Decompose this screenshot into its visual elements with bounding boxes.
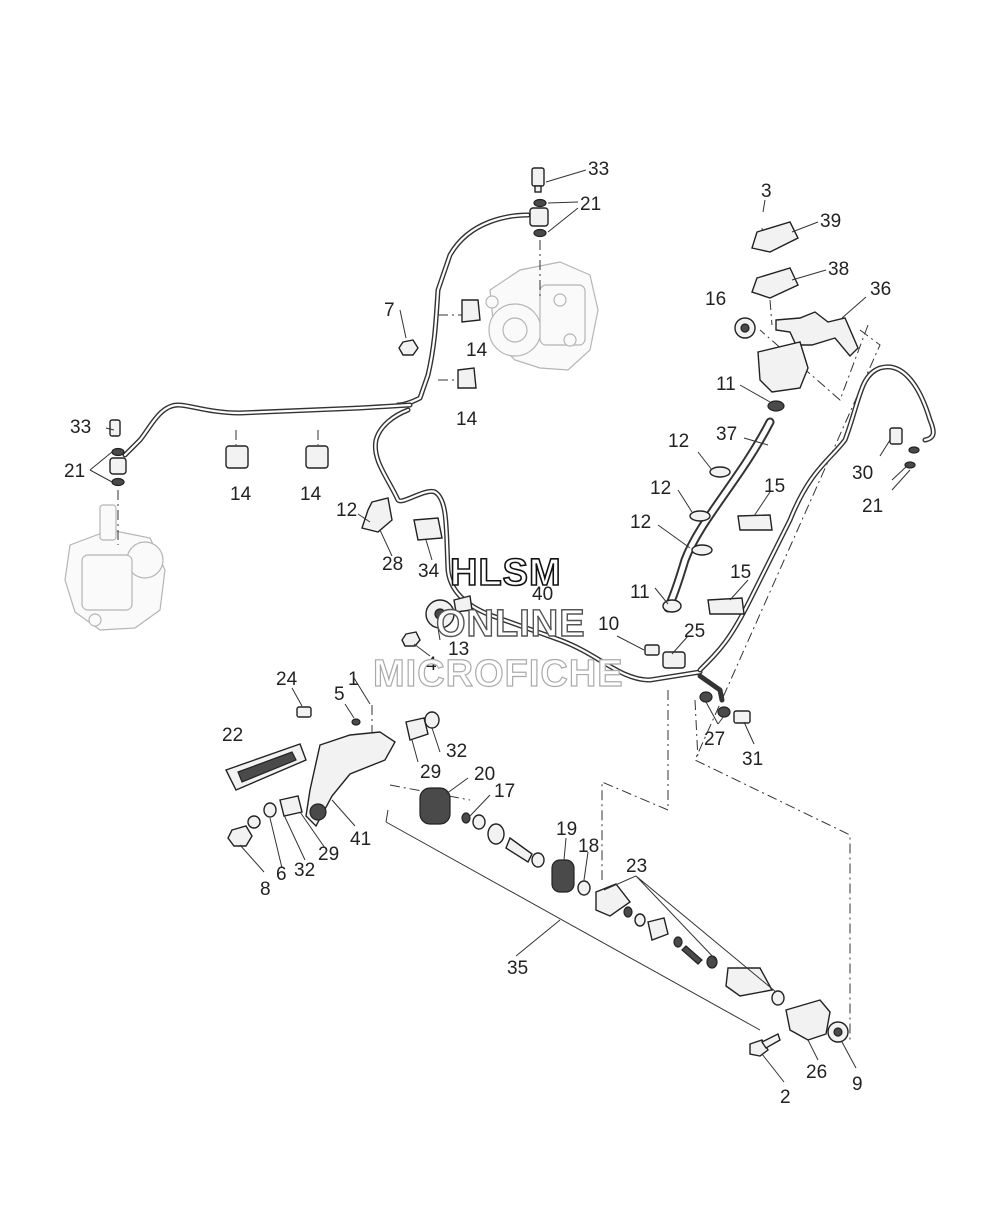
watermark-line-3: MICROFICHE xyxy=(373,653,624,695)
leader-lines xyxy=(89,169,911,1083)
callout-4: 4 xyxy=(426,654,437,675)
callout-19: 19 xyxy=(556,819,577,840)
callout-14: 14 xyxy=(230,484,252,505)
callout-9: 9 xyxy=(852,1074,863,1095)
callout-15: 15 xyxy=(730,562,751,583)
callout-15: 15 xyxy=(764,476,785,497)
callout-23: 23 xyxy=(626,856,647,877)
callout-16: 16 xyxy=(705,289,726,310)
callout-11: 11 xyxy=(716,374,736,395)
callout-21: 21 xyxy=(580,194,601,215)
callout-7: 7 xyxy=(384,300,395,321)
front-caliper-ghost xyxy=(64,504,166,631)
callout-14: 14 xyxy=(466,340,488,361)
callout-29: 29 xyxy=(420,762,441,783)
callout-labels: 33 21 3 39 38 16 36 7 14 14 11 37 12 33 … xyxy=(64,159,891,1108)
callout-41: 41 xyxy=(350,829,371,850)
rear-caliper-ghost xyxy=(485,261,599,371)
callout-21: 21 xyxy=(862,496,883,517)
callout-17: 17 xyxy=(494,781,515,802)
callout-18: 18 xyxy=(578,836,599,857)
callout-33: 33 xyxy=(70,417,91,438)
callout-24: 24 xyxy=(276,669,298,690)
callout-8: 8 xyxy=(260,879,271,900)
callout-34: 34 xyxy=(418,561,440,582)
callout-35: 35 xyxy=(507,958,528,979)
callout-32: 32 xyxy=(446,741,467,762)
callout-12: 12 xyxy=(650,478,671,499)
callout-5: 5 xyxy=(334,684,345,705)
watermark-line-2: ONLINE xyxy=(436,603,586,645)
callout-32: 32 xyxy=(294,860,315,881)
callout-13: 13 xyxy=(448,639,469,660)
callout-20: 20 xyxy=(474,764,495,785)
watermark-line-1: HLSM xyxy=(450,552,562,594)
callout-21: 21 xyxy=(64,461,85,482)
callout-10: 10 xyxy=(598,614,619,635)
callout-40: 40 xyxy=(532,584,553,605)
callout-26: 26 xyxy=(806,1062,827,1083)
callout-33: 33 xyxy=(588,159,609,180)
callout-37: 37 xyxy=(716,424,737,445)
callout-14: 14 xyxy=(300,484,322,505)
callout-25: 25 xyxy=(684,621,705,642)
callout-12: 12 xyxy=(668,431,689,452)
watermark: HLSM ONLINE MICROFICHE xyxy=(372,551,624,695)
callout-22: 22 xyxy=(222,725,243,746)
callout-39: 39 xyxy=(820,211,841,232)
callout-30: 30 xyxy=(852,463,873,484)
callout-1: 1 xyxy=(348,669,359,690)
callout-12: 12 xyxy=(630,512,651,533)
callout-6: 6 xyxy=(276,864,287,885)
callout-12: 12 xyxy=(336,500,357,521)
callout-11: 11 xyxy=(630,582,650,603)
callout-38: 38 xyxy=(828,259,849,280)
callout-31: 31 xyxy=(742,749,763,770)
callout-28: 28 xyxy=(382,554,403,575)
callout-36: 36 xyxy=(870,279,891,300)
callout-29: 29 xyxy=(318,844,339,865)
callout-14: 14 xyxy=(456,409,478,430)
callout-2: 2 xyxy=(780,1087,791,1108)
parts xyxy=(109,167,920,1057)
callout-27: 27 xyxy=(704,729,725,750)
callout-3: 3 xyxy=(761,181,772,202)
